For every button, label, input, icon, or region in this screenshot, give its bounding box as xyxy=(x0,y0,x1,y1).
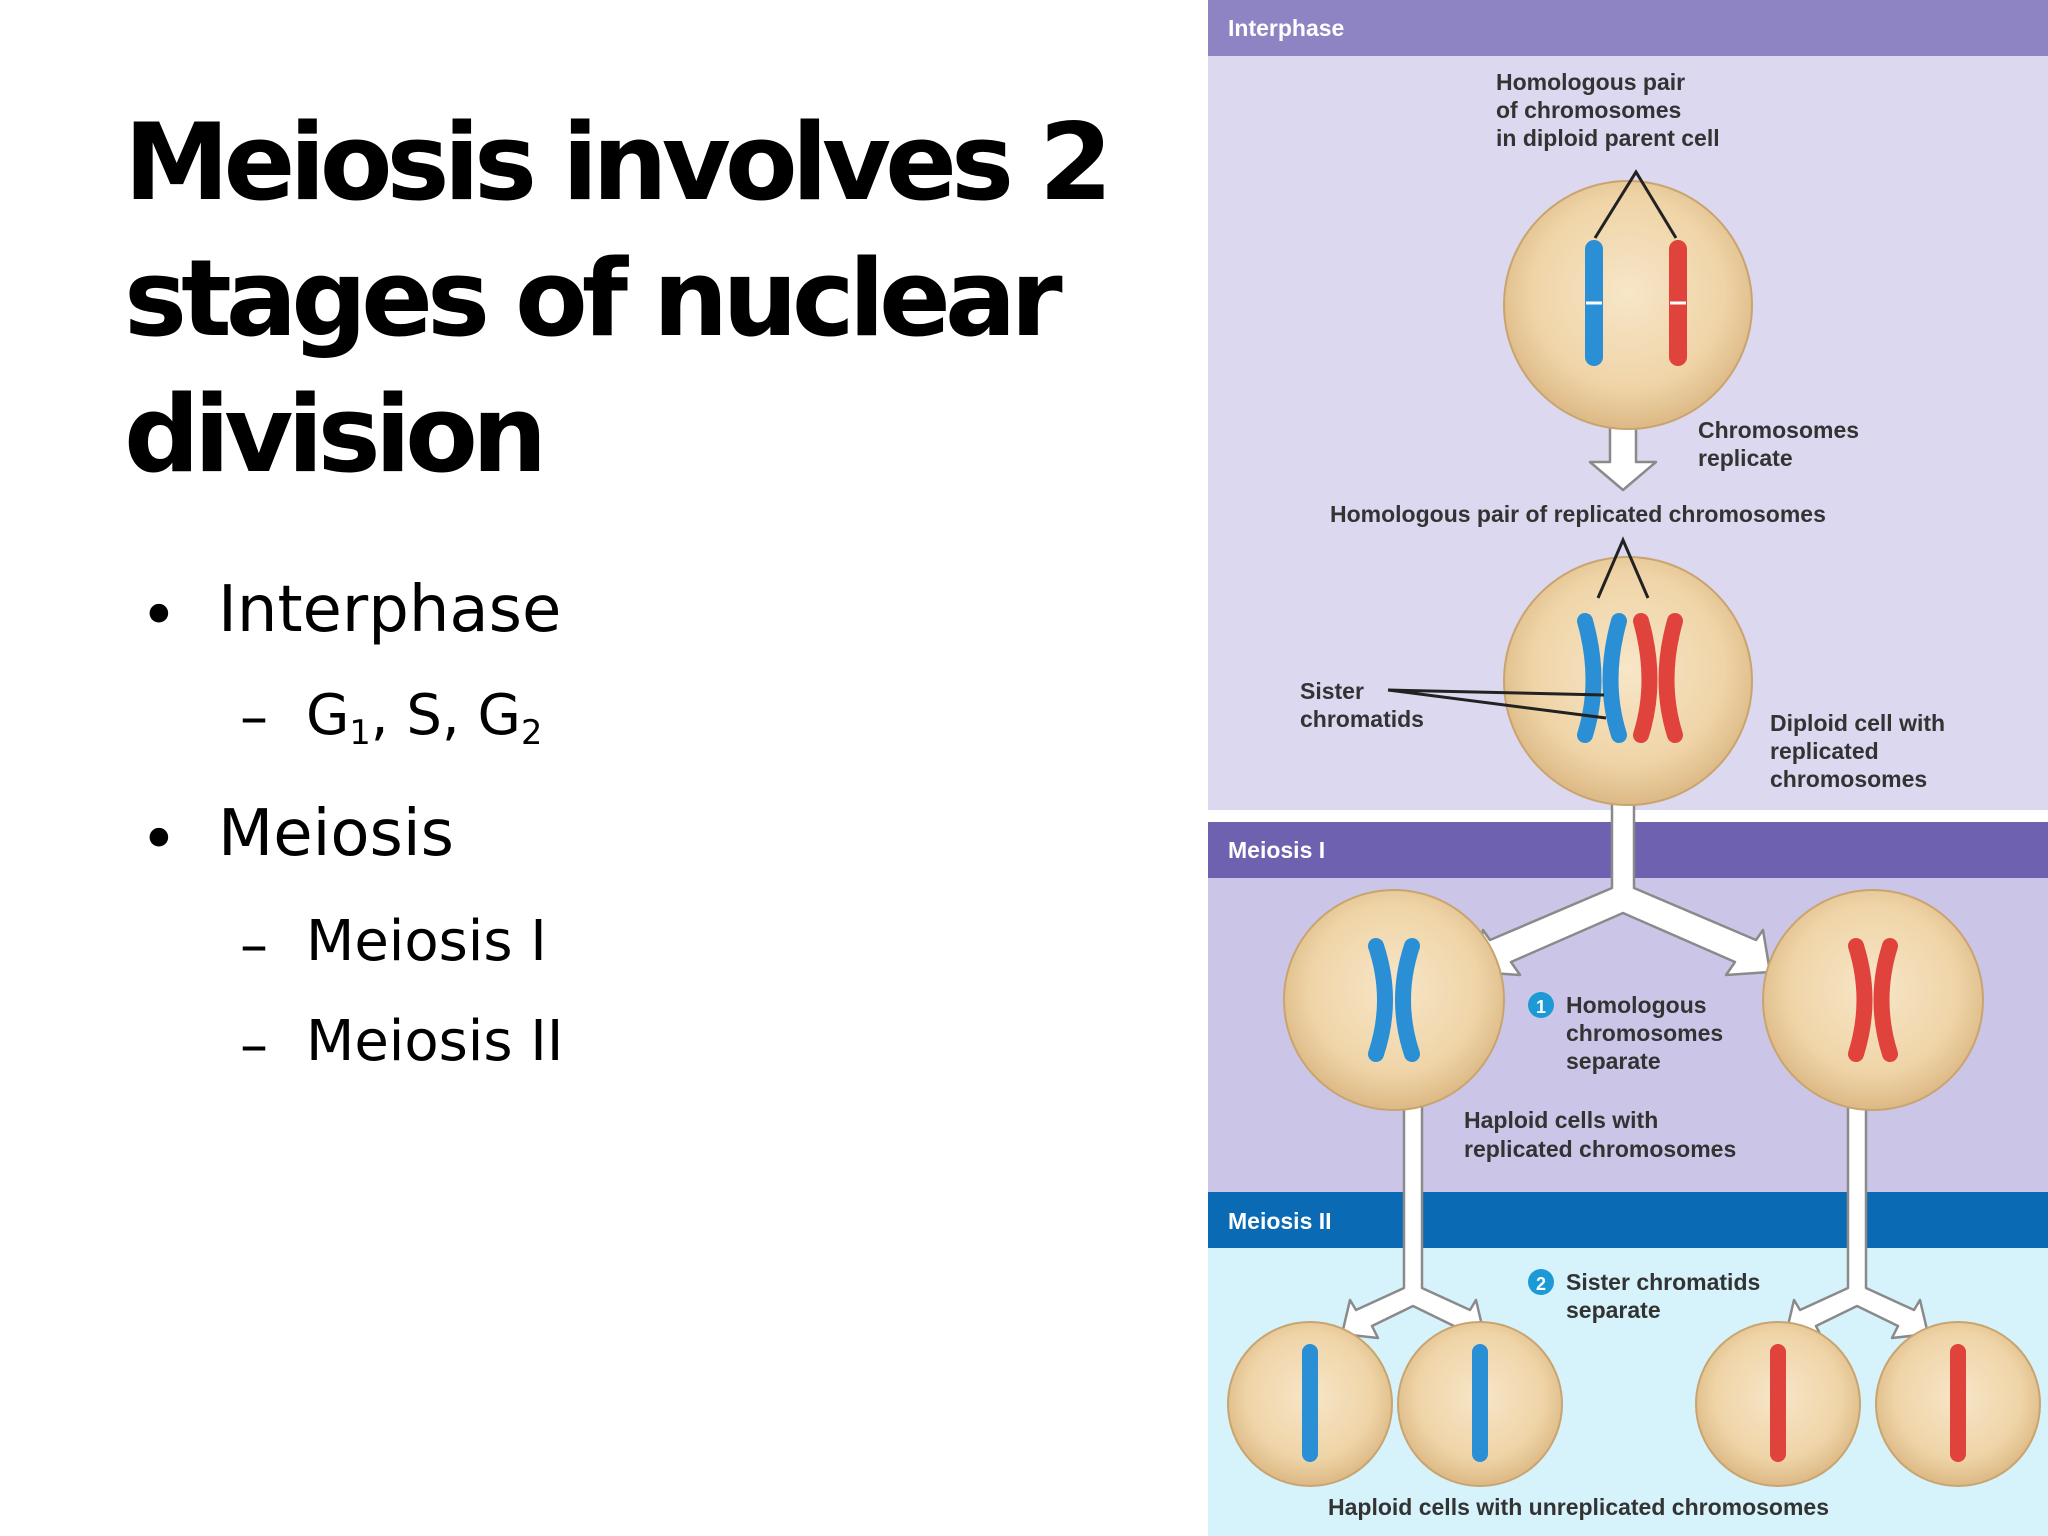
label-haploid-replicated-1: Haploid cells with xyxy=(1464,1107,1658,1133)
split-arrow-meiosis2-right xyxy=(1784,1078,1930,1340)
label-homologous-pair-3: in diploid parent cell xyxy=(1496,125,1720,151)
step1-number: 1 xyxy=(1536,997,1546,1017)
connector-arrows xyxy=(1340,418,1930,1340)
red-replicated-chromosome xyxy=(1633,613,1683,743)
bullet-interphase: Interphase xyxy=(218,573,562,647)
label-chromosomes-replicate-1: Chromosomes xyxy=(1698,417,1859,443)
dash-mark: – xyxy=(240,685,268,750)
replicated-pair-pointer xyxy=(1596,536,1650,599)
sub-bullet-meiosis-ii: Meiosis II xyxy=(306,1009,564,1074)
slide-title-line-1: Meiosis involves 2 xyxy=(124,101,1113,224)
meiosis-diagram: Interphase Meiosis I Meiosis II xyxy=(1208,0,2048,1536)
label-step1-3: separate xyxy=(1566,1048,1661,1074)
meiosis1-cell-left xyxy=(1283,889,1505,1111)
label-step2-1: Sister chromatids xyxy=(1566,1269,1760,1295)
label-homologous-replicated: Homologous pair of replicated chromosome… xyxy=(1330,501,1826,527)
replicated-cell xyxy=(1503,556,1753,806)
section-label-interphase: Interphase xyxy=(1228,15,1344,41)
label-diploid-cell-1: Diploid cell with xyxy=(1770,710,1945,736)
label-sister-chromatids-2: chromatids xyxy=(1300,706,1424,732)
step2-number: 2 xyxy=(1536,1274,1546,1294)
slide-title-line-3: division xyxy=(124,373,547,496)
label-haploid-unreplicated: Haploid cells with unreplicated chromoso… xyxy=(1328,1494,1829,1520)
sister-chromatids-pointer xyxy=(1387,688,1607,720)
slide-title-line-2: stages of nuclear xyxy=(124,237,1063,360)
label-sister-chromatids-1: Sister xyxy=(1300,678,1364,704)
meiosis2-cell-2 xyxy=(1397,1321,1563,1487)
bullet-meiosis: Meiosis xyxy=(218,797,454,871)
step2-marker xyxy=(1528,1269,1554,1295)
homologous-pair-pointer xyxy=(1593,169,1678,239)
section-label-meiosis2: Meiosis II xyxy=(1228,1208,1332,1234)
step1-marker xyxy=(1528,992,1554,1018)
label-haploid-replicated-2: replicated chromosomes xyxy=(1464,1136,1736,1162)
section-label-meiosis1: Meiosis I xyxy=(1228,837,1325,863)
label-diploid-cell-2: replicated xyxy=(1770,738,1879,764)
meiosis2-cell-4 xyxy=(1875,1321,2041,1487)
meiosis2-header xyxy=(1208,1192,2048,1248)
label-diploid-cell-3: chromosomes xyxy=(1770,766,1927,792)
label-step1-2: chromosomes xyxy=(1566,1020,1723,1046)
blue-replicated-chromosome xyxy=(1577,613,1627,743)
split-arrow-meiosis2-left xyxy=(1340,1078,1486,1340)
dash-mark: – xyxy=(240,913,268,978)
meiosis2-cell-3 xyxy=(1695,1321,1861,1487)
label-homologous-pair-2: of chromosomes xyxy=(1496,97,1681,123)
label-step2-2: separate xyxy=(1566,1297,1661,1323)
bullet-dot: • xyxy=(140,579,178,653)
meiosis1-cell-right xyxy=(1762,889,1984,1111)
sub-bullet-meiosis-i: Meiosis I xyxy=(306,909,547,974)
dash-mark: – xyxy=(240,1013,268,1078)
bullet-dot: • xyxy=(140,803,178,877)
parent-cell xyxy=(1503,180,1753,430)
label-homologous-pair-1: Homologous pair xyxy=(1496,69,1685,95)
interphase-header xyxy=(1208,0,2048,56)
label-chromosomes-replicate-2: replicate xyxy=(1698,445,1793,471)
meiosis2-cell-1 xyxy=(1227,1321,1393,1487)
sub-bullet-phases: G1, S, G2 xyxy=(306,683,543,753)
split-arrow-meiosis1 xyxy=(1474,778,1772,977)
label-step1-1: Homologous xyxy=(1566,992,1707,1018)
